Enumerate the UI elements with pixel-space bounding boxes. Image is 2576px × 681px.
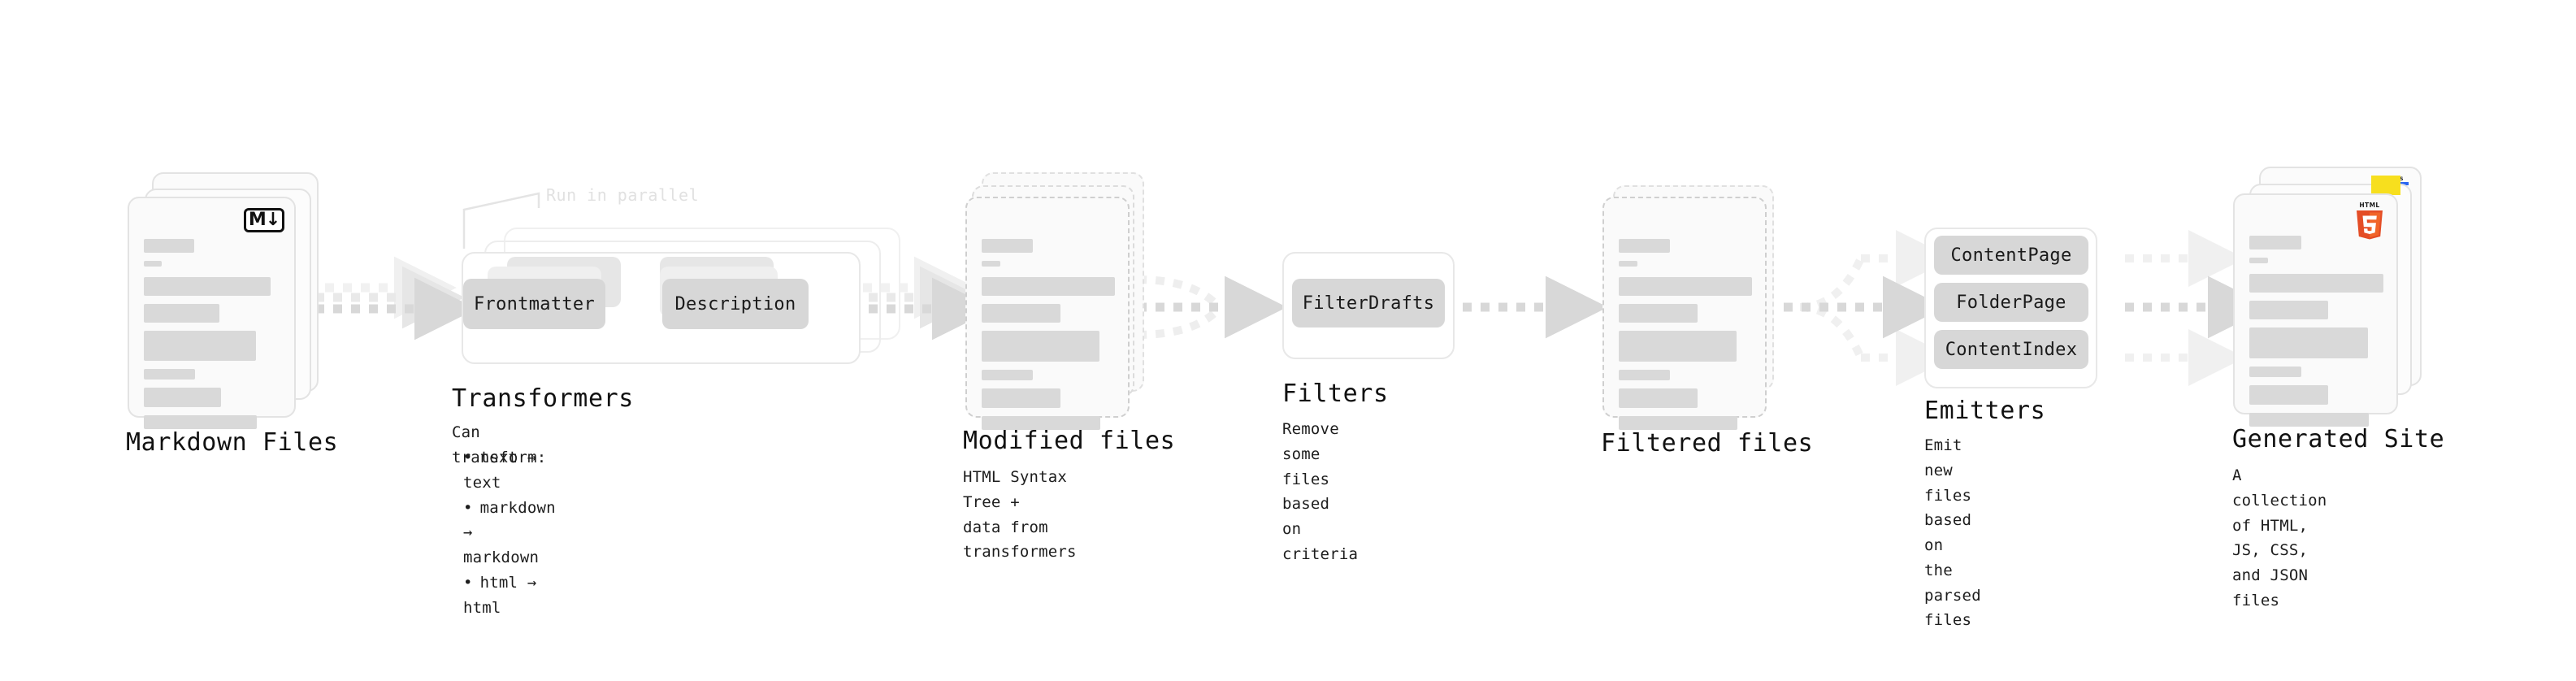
content-line — [2249, 413, 2369, 427]
stage-title: Generated Site — [2232, 425, 2445, 453]
content-line — [144, 369, 195, 380]
content-line — [982, 370, 1033, 380]
stage-subtitle: HTML Syntax Tree + data from transformer… — [963, 468, 1077, 562]
content-line — [144, 304, 219, 323]
modified-file-card-front — [965, 197, 1130, 430]
content-line — [2249, 274, 2383, 293]
content-line — [2249, 327, 2368, 358]
content-line — [144, 239, 194, 253]
arrow-filtered-to-emitters — [1784, 230, 1953, 386]
html5-icon: HTML — [2353, 200, 2387, 240]
file-content-lines — [2249, 236, 2383, 435]
content-line — [1619, 239, 1670, 253]
content-line — [2249, 301, 2328, 319]
emitter-chip-contentpage[interactable]: ContentPage — [1934, 236, 2088, 275]
content-line — [144, 277, 271, 296]
site-file-card-front: HTML — [2233, 193, 2398, 427]
list-item: html → html — [463, 570, 556, 621]
transformer-chip-frontmatter[interactable]: Frontmatter — [463, 279, 605, 329]
emitter-chip-folderpage[interactable]: FolderPage — [1934, 283, 2088, 322]
transformer-chip-description[interactable]: Description — [662, 279, 809, 329]
content-line — [1619, 388, 1698, 408]
list-item: markdown → markdown — [463, 496, 556, 570]
file-content-lines — [1619, 239, 1752, 438]
content-line — [982, 304, 1060, 323]
content-line — [982, 261, 1000, 267]
filtered-file-card-front — [1602, 197, 1767, 430]
markdown-file-card-front: M↓ — [128, 197, 296, 429]
content-line — [2249, 258, 2268, 263]
content-line — [1619, 277, 1752, 296]
content-line — [1619, 304, 1698, 323]
content-line — [1619, 261, 1637, 267]
content-line — [1619, 331, 1737, 362]
content-line — [144, 261, 162, 267]
markdown-icon: M↓ — [244, 208, 284, 232]
content-line — [144, 415, 257, 429]
html5-icon-svg: HTML — [2357, 202, 2383, 240]
stage-title: Filters — [1282, 380, 1389, 408]
stage-title: Modified files — [963, 427, 1176, 455]
emitter-chip-contentindex[interactable]: ContentIndex — [1934, 330, 2088, 369]
arrow-markdown-to-transformers — [307, 256, 477, 340]
file-content-lines — [982, 239, 1115, 438]
content-line — [982, 277, 1115, 296]
content-line — [982, 388, 1060, 408]
content-line — [144, 388, 221, 407]
js-icon — [2371, 176, 2400, 195]
run-in-parallel-label: Run in parallel — [546, 185, 700, 205]
file-content-lines — [144, 239, 280, 437]
arrow-emitters-to-site — [2125, 230, 2270, 386]
content-line — [2249, 236, 2301, 249]
content-line — [2249, 385, 2328, 405]
content-line — [1619, 370, 1670, 380]
arrow-modified-to-filters — [1137, 275, 1287, 339]
stage-title: Markdown Files — [126, 428, 339, 457]
list-item: text → text — [463, 445, 556, 496]
stage-title: Transformers — [452, 384, 634, 413]
stage-subtitle: Emit new files based on the parsed files — [1924, 436, 1981, 630]
stage-title: Emitters — [1924, 397, 2046, 425]
content-line — [982, 331, 1099, 362]
filter-chip-filterdrafts[interactable]: FilterDrafts — [1292, 279, 1445, 327]
content-line — [982, 416, 1100, 430]
content-line — [144, 331, 256, 361]
stage-title: Filtered files — [1601, 429, 1814, 458]
stage-subtitle: A collection of HTML, JS, CSS, and JSON … — [2232, 466, 2327, 609]
content-line — [1619, 416, 1737, 430]
stage-subtitle: Remove some files based on criteria — [1282, 420, 1359, 563]
transform-bullet-list: text → text markdown → markdown html → h… — [452, 445, 556, 620]
content-line — [2249, 367, 2301, 377]
svg-text:HTML: HTML — [2359, 202, 2379, 209]
content-line — [982, 239, 1033, 253]
